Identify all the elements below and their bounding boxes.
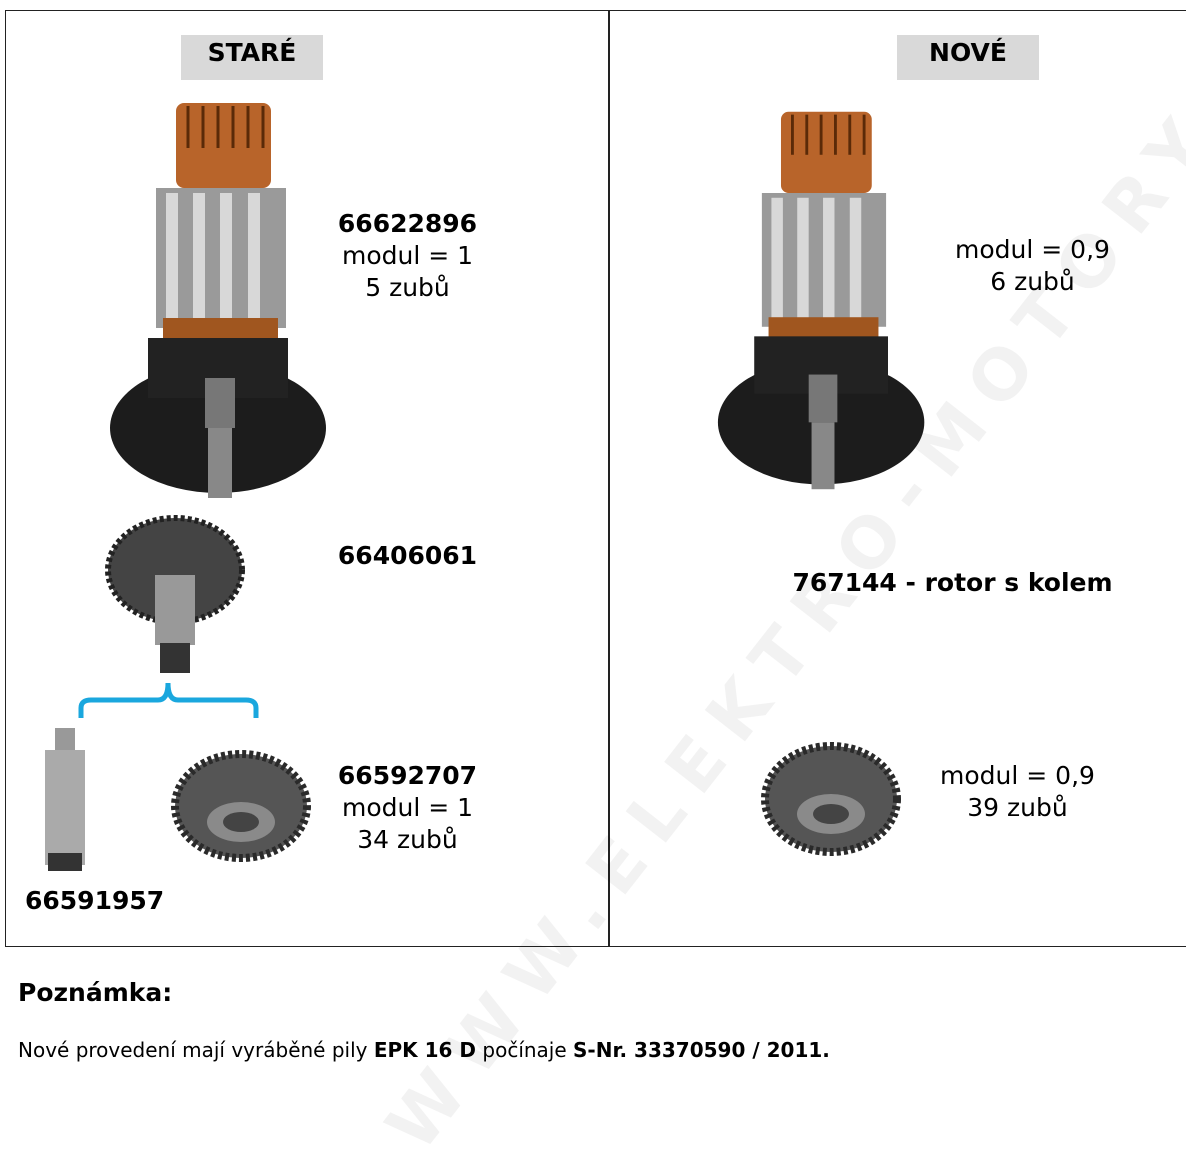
old-gear-modul: modul = 1 (341, 793, 474, 822)
note-model: EPK 16 D (373, 1038, 477, 1062)
old-armature-part-no: 66622896 (337, 209, 478, 238)
new-gear-image (761, 742, 901, 856)
new-gear-info: modul = 0,9 39 zubů (925, 760, 1110, 824)
old-gear-image (171, 750, 311, 862)
old-header: STARÉ (181, 35, 323, 80)
new-rotor-label: 767144 - rotor s kolem (792, 568, 1113, 597)
old-armature-info: 66622896 modul = 1 5 zubů (330, 208, 485, 304)
new-gear-modul: modul = 0,9 (940, 761, 1095, 790)
note-serial: S-Nr. 33370590 / 2011. (573, 1038, 830, 1062)
new-gear-teeth: 39 zubů (967, 793, 1068, 822)
new-armature-teeth: 6 zubů (990, 267, 1075, 296)
note-text-2: počínaje (476, 1038, 574, 1062)
new-armature-image (717, 111, 925, 490)
new-armature-modul: modul = 0,9 (955, 235, 1110, 264)
new-header: NOVÉ (897, 35, 1039, 80)
comparison-frame (5, 10, 1186, 947)
old-gear-part-no: 66592707 (337, 761, 478, 790)
brace-icon (78, 682, 259, 718)
old-gear-shaft-image (105, 515, 245, 673)
note-text-1: Nové provedení mají vyráběné pily (18, 1038, 374, 1062)
old-armature-modul: modul = 1 (341, 241, 474, 270)
note-text: Nové provedení mají vyráběné pily EPK 16… (18, 1038, 830, 1062)
old-gear-shaft-part-no: 66406061 (337, 541, 478, 570)
note-heading: Poznámka: (18, 978, 173, 1007)
new-armature-info: modul = 0,9 6 zubů (940, 234, 1125, 298)
old-armature-image (110, 103, 326, 498)
column-divider (608, 10, 610, 947)
old-pin-image (45, 728, 85, 871)
old-pin-part-no: 66591957 (25, 886, 165, 915)
old-armature-teeth: 5 zubů (365, 273, 450, 302)
old-gear-info: 66592707 modul = 1 34 zubů (330, 760, 485, 856)
old-gear-teeth: 34 zubů (357, 825, 458, 854)
